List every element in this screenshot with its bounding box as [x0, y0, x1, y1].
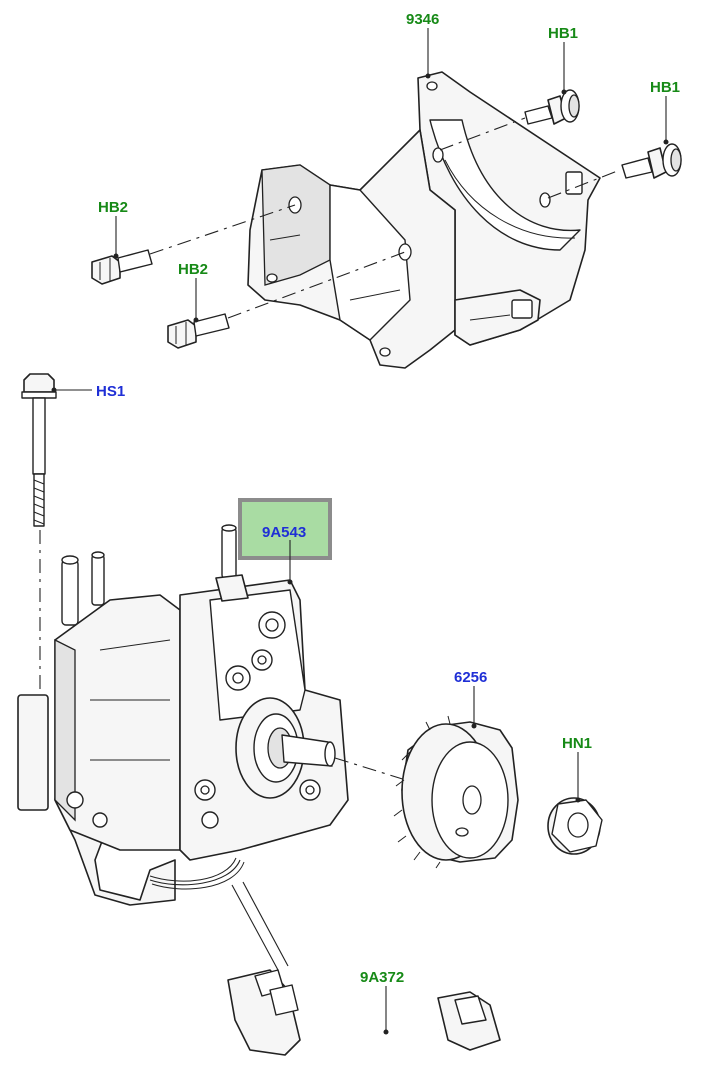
callout-9346: 9346 [406, 11, 439, 28]
bolt-hb2-left [91, 249, 153, 285]
leader-lines [51, 28, 669, 1035]
screw-hs1 [21, 373, 57, 527]
bolt-hb1-right [621, 143, 682, 179]
nut-hn1 [547, 797, 603, 855]
callout-9a372: 9A372 [360, 969, 404, 986]
mounting-bracket [247, 71, 601, 369]
reference-line [242, 881, 289, 967]
callout-hb1-upper: HB1 [548, 25, 578, 42]
callout-9a543: 9A543 [262, 524, 306, 541]
callout-hs1: HS1 [96, 383, 125, 400]
part-labels: 9346 HB1 HB1 HB2 HB2 HS1 9A543 6256 HN1 … [96, 11, 680, 986]
reference-line [231, 884, 279, 971]
callout-hb2-left: HB2 [98, 199, 128, 216]
assembly-line [227, 251, 406, 319]
fuel-injection-pump [17, 524, 349, 906]
wiring-harness [227, 969, 501, 1056]
highlight-box [238, 498, 332, 560]
assembly-line [547, 169, 621, 199]
pump-sprocket [393, 715, 519, 869]
bolt-hb1-upper [524, 89, 580, 125]
callout-6256: 6256 [454, 669, 487, 686]
callout-hn1: HN1 [562, 735, 592, 752]
callout-hb1-right: HB1 [650, 79, 680, 96]
bolt-hb2-lower [167, 313, 230, 349]
assembly-line [149, 204, 296, 255]
callout-hb2-lower: HB2 [178, 261, 208, 278]
